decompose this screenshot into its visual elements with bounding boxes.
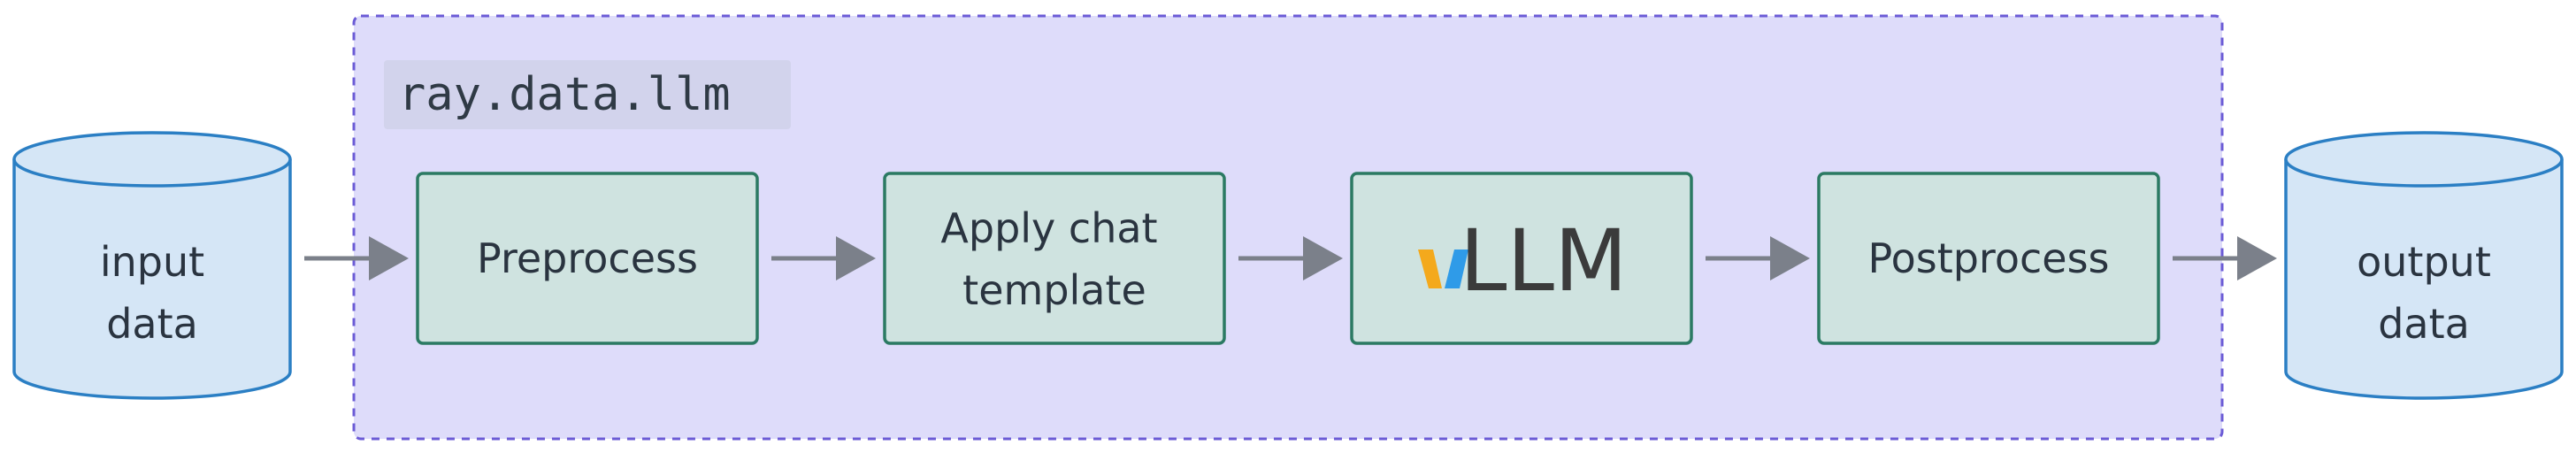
- vllm-logo-text: LLM: [1460, 211, 1628, 311]
- postprocess-label: Postprocess: [1867, 234, 2109, 282]
- apply-chat-template-label-line1: Apply chat: [940, 204, 1157, 252]
- group-label: ray.data.llm: [398, 68, 731, 121]
- preprocess-label: Preprocess: [477, 234, 698, 282]
- input-data-label-line2: data: [106, 300, 198, 348]
- group-label-background: [384, 60, 791, 129]
- input-data-node: input data: [12, 131, 292, 400]
- output-data-node: output data: [2284, 131, 2564, 400]
- apply-chat-template-step: Apply chat template: [883, 172, 1226, 345]
- preprocess-step: Preprocess: [416, 172, 759, 345]
- output-data-label-line1: output: [2357, 238, 2491, 286]
- vllm-logo-icon: [1418, 250, 1468, 288]
- apply-chat-template-label-line2: template: [962, 266, 1146, 314]
- input-data-label-line1: input: [100, 238, 204, 286]
- vllm-step: LLM: [1350, 172, 1693, 345]
- postprocess-step: Postprocess: [1817, 172, 2160, 345]
- output-data-label-line2: data: [2378, 300, 2470, 348]
- ray-data-llm-group: [352, 14, 2224, 441]
